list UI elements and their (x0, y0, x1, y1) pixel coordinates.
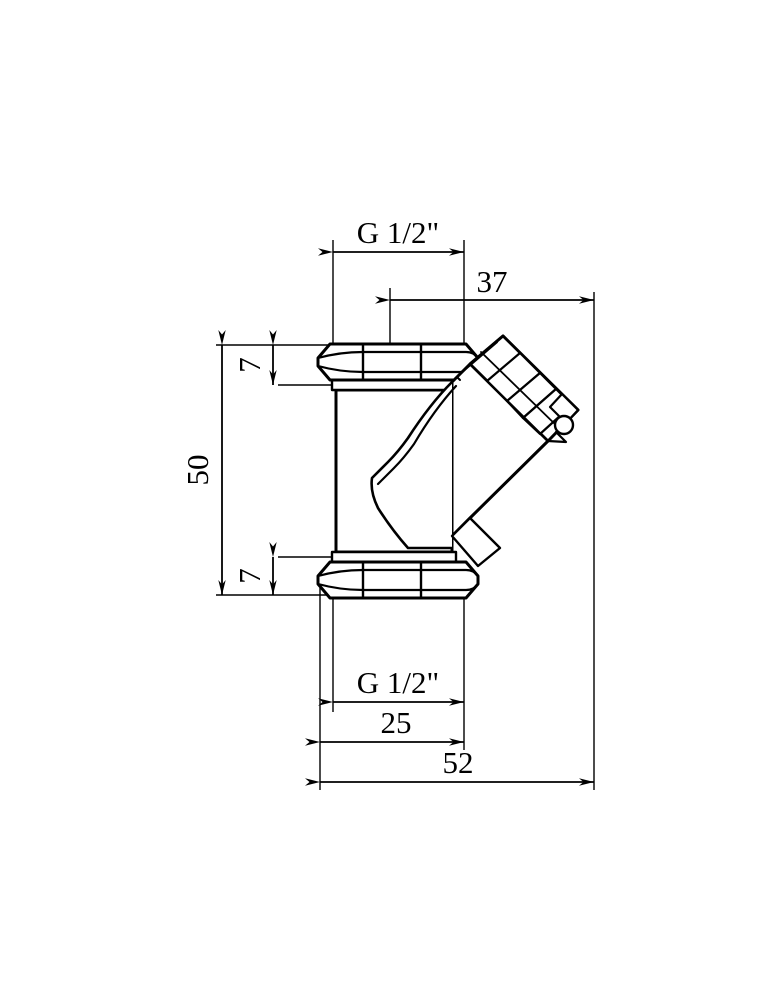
strainer-cap-edge-inner (468, 362, 550, 443)
strainer-branch-skirt (450, 516, 502, 568)
dim-text-7-bottom: 7 (232, 568, 267, 584)
strainer-cap-edge-mid (480, 351, 561, 430)
hex-nut-top-chamfer-upper (316, 350, 480, 360)
dim-text-25: 25 (381, 705, 412, 740)
hex-nut-top (316, 342, 480, 382)
drain-plug-boss (553, 414, 575, 436)
dim-text-7-top: 7 (232, 357, 267, 373)
strainer-cap-tip-corner (546, 430, 568, 444)
dimension-text-group: G 1/2" 37 G 1/2" 25 52 50 7 7 (180, 215, 508, 780)
strainer-cap-rib-joint (457, 377, 461, 381)
dim-text-50: 50 (180, 455, 215, 486)
dim-text-thread-bottom: G 1/2" (357, 665, 439, 700)
dim-text-37: 37 (477, 264, 508, 299)
strainer-inner-throat-line-2 (376, 384, 458, 486)
hex-nut-bottom (316, 560, 480, 600)
dim-text-52: 52 (443, 745, 474, 780)
hex-nut-bottom-chamfer-upper (316, 568, 480, 578)
hex-nut-bottom-chamfer-lower (316, 582, 480, 592)
dim-text-thread-top: G 1/2" (357, 215, 439, 250)
strainer-cap-rib-top (460, 340, 499, 374)
valve-part-geometry (316, 334, 580, 600)
extension-lines (216, 240, 595, 790)
strainer-inner-throat (370, 380, 454, 550)
dimension-lines (218, 248, 594, 786)
